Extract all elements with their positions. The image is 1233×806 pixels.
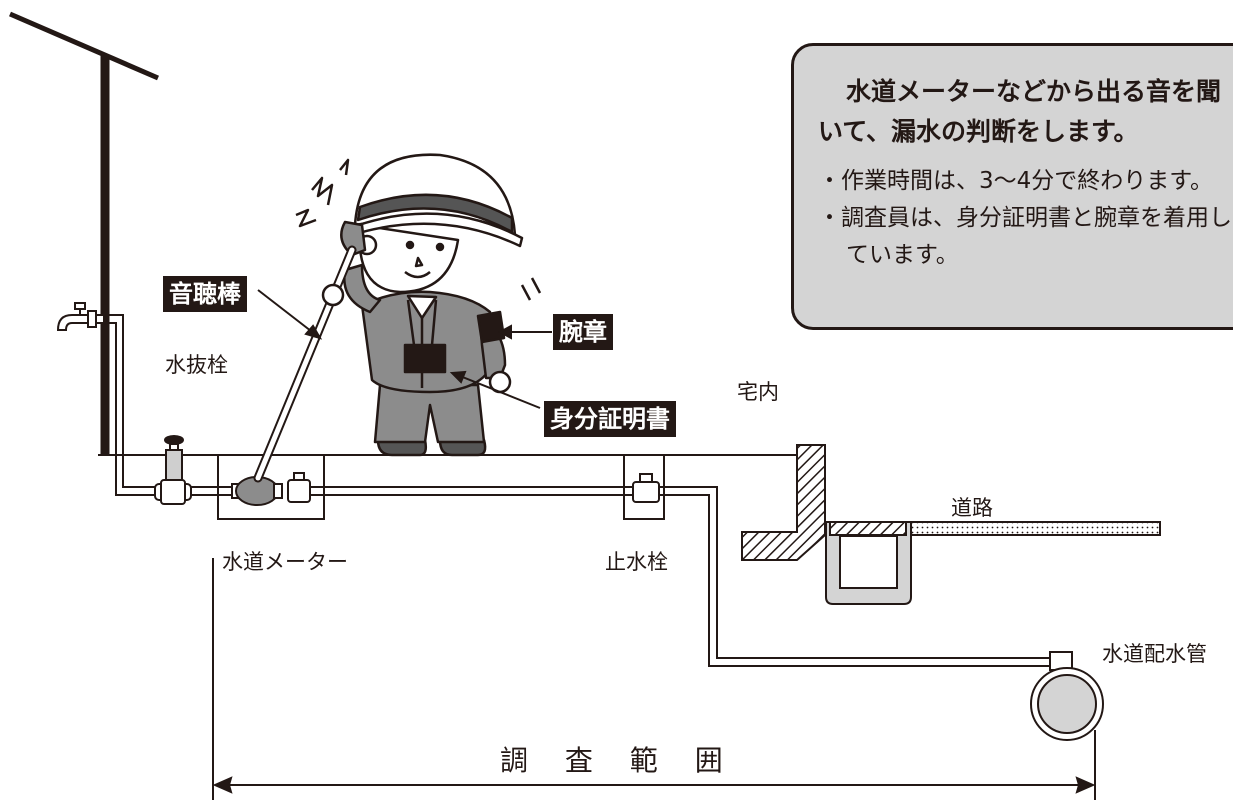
drain-valve-icon [154,435,192,505]
survey-range-dimension [212,558,1096,800]
label-survey-range: 調 査 範 囲 [500,744,737,777]
stop-valve-box [623,454,665,520]
callout-bullet-identification: ・調査員は、身分証明書と腕章を着用しています。 [818,205,1232,268]
leader-lines [257,289,552,409]
label-water-meter: 水道メーター [222,550,348,574]
gutter [825,521,912,605]
label-stop-valve: 止水栓 [605,550,668,574]
tag-listening-rod: 音聴棒 [163,276,247,312]
info-callout-box: 水道メーターなどから出る音を聞いて、漏水の判断をします。 ・作業時間は、3～4分… [791,43,1233,330]
callout-bullet-duration: ・作業時間は、3～4分で終わります。 [818,168,1213,194]
label-premises: 宅内 [737,380,779,404]
tag-armband: 腕章 [553,314,613,350]
water-meter-icon [231,472,311,506]
curb-wall [741,444,826,561]
tag-id-card: 身分証明書 [544,401,676,437]
road-surface [910,521,1161,536]
utility-pole [9,11,159,455]
callout-bullets: ・作業時間は、3～4分で終わります。 ・調査員は、身分証明書と腕章を着用していま… [818,163,1233,274]
distribution-main-icon [1030,651,1104,741]
stop-valve-icon [632,473,660,503]
callout-heading: 水道メーターなどから出る音を聞いて、漏水の判断をします。 [818,77,1222,146]
surveyor-illustration [253,153,542,483]
label-distribution-main: 水道配水管 [1102,642,1207,666]
label-road: 道路 [951,496,993,520]
label-drain-valve: 水抜栓 [165,353,228,377]
faucet-icon [56,302,105,331]
